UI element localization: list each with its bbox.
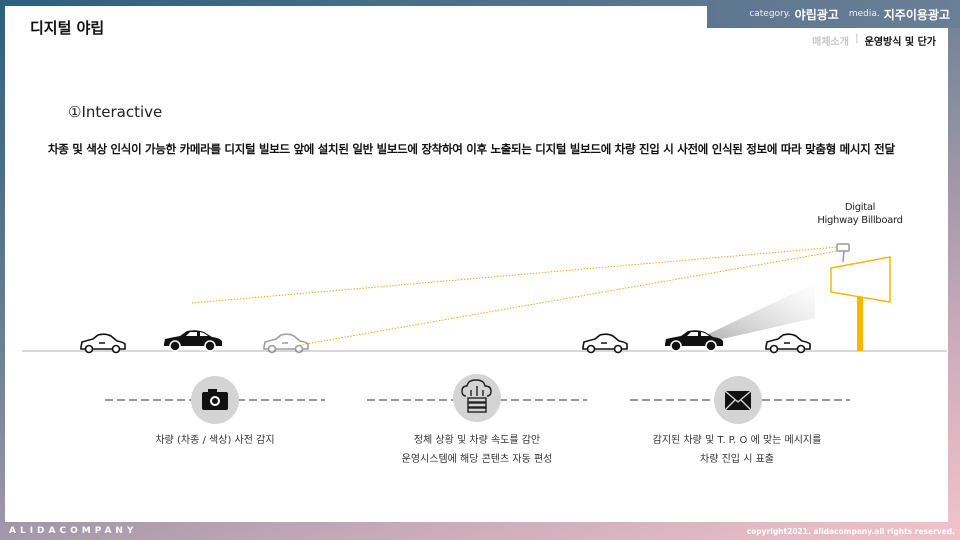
caption-line: 감지된 차량 및 T. P. O 에 맞는 메시지를 <box>652 435 822 446</box>
light-beam <box>700 283 815 344</box>
envelope-icon <box>714 376 762 424</box>
billboard-label-line2: Highway Billboard <box>817 215 903 226</box>
billboard-label-line1: Digital <box>844 202 876 213</box>
billboard-pole <box>857 297 863 351</box>
camera-device-icon <box>836 243 850 263</box>
subnav-item-intro[interactable]: 매체소개 <box>812 37 849 48</box>
header-category-tab: category. 야립광고 media. 지주이용광고 <box>707 0 960 28</box>
caption-line: 차량 진입 시 표출 <box>700 454 774 465</box>
section-title: ①Interactive <box>68 103 163 121</box>
car-icon <box>765 333 811 354</box>
category-label: category. <box>749 9 791 19</box>
car-icon <box>163 329 223 352</box>
camera-sightline <box>191 246 839 304</box>
camera-icon <box>191 376 239 424</box>
footer-brand: ALIDACOMPANY <box>9 526 138 536</box>
media-value: 지주이용광고 <box>883 7 950 22</box>
car-icon <box>80 333 126 354</box>
cloud-server-icon <box>453 374 501 422</box>
caption-line: 운영시스템에 해당 콘텐츠 자동 편성 <box>401 454 553 465</box>
page-title: 디지털 야립 <box>30 19 105 37</box>
billboard-label: Digital Highway Billboard <box>805 201 915 227</box>
media-label: media. <box>848 9 880 19</box>
description: 차종 및 색상 인식이 가능한 카메라를 디지털 빌보드 앞에 설치된 일반 빌… <box>48 142 895 156</box>
camera-sightline <box>299 250 839 346</box>
content-panel <box>5 6 948 522</box>
caption-line: 차량 (차종 / 색상) 사전 감지 <box>155 435 275 446</box>
footer-copyright: copyright2021. alidacompany.all rights r… <box>746 527 955 536</box>
billboard-panel <box>830 256 891 303</box>
step-caption-1: 차량 (차종 / 색상) 사전 감지 <box>105 431 325 450</box>
subnav-separator: | <box>854 33 859 44</box>
car-icon <box>263 333 309 354</box>
caption-line: 정체 상황 및 차량 속도를 감안 <box>413 435 541 446</box>
car-icon <box>582 333 628 354</box>
subnav-item-operation[interactable]: 운영방식 및 단가 <box>864 37 936 48</box>
category-value: 야립광고 <box>794 7 839 22</box>
sub-navigation: 매체소개 | 운영방식 및 단가 <box>812 33 936 48</box>
